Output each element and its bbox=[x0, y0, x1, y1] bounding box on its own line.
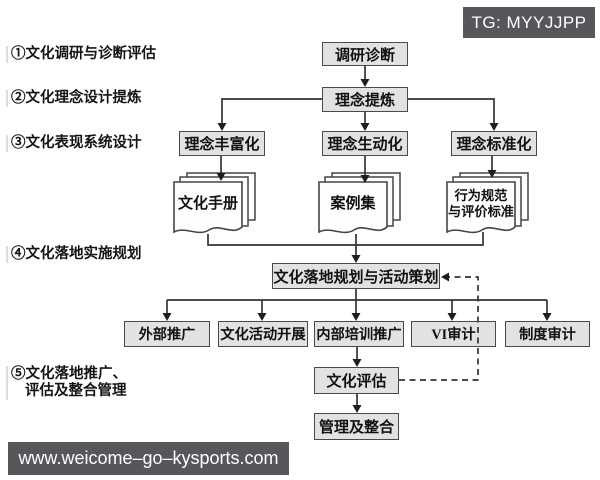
doc-label-behavior: 行为规范 与评价标准 bbox=[446, 182, 516, 226]
doc-label-cases: 案例集 bbox=[330, 195, 376, 212]
node-manage-integration: 管理及整合 bbox=[314, 413, 399, 440]
doc-label-manual: 文化手册 bbox=[177, 195, 238, 212]
node-culture-activities: 文化活动开展 bbox=[218, 321, 308, 347]
watermark-url-bar: www.weicome–go–kysports.com bbox=[8, 442, 289, 475]
node-concept-refining: 理念提炼 bbox=[322, 87, 408, 112]
doc-label-behavior-line1: 行为规范 bbox=[454, 188, 508, 203]
node-vi-audit: VI审计 bbox=[411, 321, 496, 347]
document-stack-icon-manual: 文化手册 bbox=[173, 172, 257, 238]
phase-4-text: ④文化落地实施规划 bbox=[11, 246, 142, 262]
solid-connectors bbox=[166, 66, 548, 411]
phase-label-4: ④文化落地实施规划 bbox=[6, 246, 142, 263]
phase-label-3: ③文化表现系统设计 bbox=[6, 135, 142, 152]
watermark-tg-badge: TG: MYYJJPP bbox=[463, 7, 595, 38]
node-research-diagnosis: 调研诊断 bbox=[322, 42, 408, 66]
document-stack-icon-behavior: 行为规范 与评价标准 bbox=[446, 172, 530, 238]
document-stack-icon-cases: 案例集 bbox=[318, 172, 402, 238]
node-concept-vivification: 理念生动化 bbox=[322, 131, 408, 156]
doc-label-behavior-line2: 与评价标准 bbox=[448, 204, 514, 219]
phase-label-1: ①文化调研与诊断评估 bbox=[6, 46, 156, 63]
arrowheads bbox=[162, 79, 552, 413]
phase-5-text-line1: ⑤文化落地推广、 bbox=[11, 366, 127, 382]
node-concept-enrichment: 理念丰富化 bbox=[179, 131, 265, 156]
node-internal-training: 内部培训推广 bbox=[314, 321, 404, 347]
phase-label-2: ②文化理念设计提炼 bbox=[6, 90, 142, 107]
phase-2-text: ②文化理念设计提炼 bbox=[11, 90, 142, 106]
phase-5-text-line2: 评估及整合管理 bbox=[25, 383, 127, 399]
document-pages-icon bbox=[446, 172, 529, 234]
node-culture-evaluation: 文化评估 bbox=[314, 367, 399, 394]
node-concept-standardize: 理念标准化 bbox=[451, 131, 537, 156]
phase-label-5: ⑤文化落地推广、评估及整合管理 bbox=[6, 366, 127, 400]
node-external-promotion: 外部推广 bbox=[124, 321, 210, 347]
phase-3-text: ③文化表现系统设计 bbox=[11, 135, 142, 151]
node-landing-planning: 文化落地规划与活动策划 bbox=[272, 263, 440, 289]
phase-1-text: ①文化调研与诊断评估 bbox=[11, 46, 156, 62]
node-system-audit: 制度审计 bbox=[505, 321, 590, 347]
